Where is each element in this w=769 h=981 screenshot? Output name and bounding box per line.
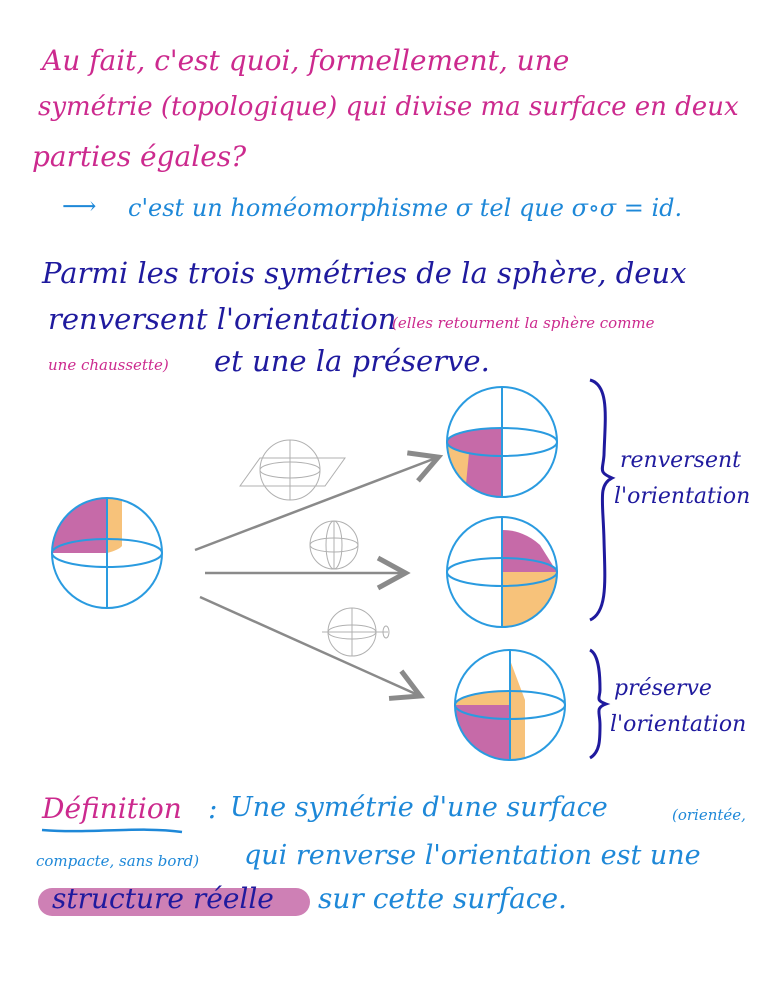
question-line-3: parties égales? — [32, 140, 247, 173]
arrow-to-sphere-1 — [194, 458, 436, 552]
question-line-2: symétrie (topologique) qui divise ma sur… — [38, 92, 739, 122]
source-sphere — [51, 497, 163, 609]
paragraph-line-3-main: et une la préserve. — [214, 344, 490, 378]
definition-highlight: structure réelle — [52, 882, 274, 915]
target-sphere-1 — [446, 386, 558, 498]
definition-word: Définition — [42, 792, 182, 825]
reflection-vertical-icon — [309, 520, 359, 570]
definition-line-2-small: compacte, sans bord) — [36, 852, 200, 870]
question-line-1: Au fait, c'est quoi, formellement, une — [42, 44, 570, 77]
brace-preserve — [589, 648, 611, 760]
rotation-axis-icon — [322, 607, 390, 657]
definition-underline — [41, 828, 183, 834]
answer-text: c'est un homéomorphisme σ tel que σ∘σ = … — [128, 194, 683, 222]
label-preserve-1: préserve — [614, 676, 712, 701]
target-sphere-3 — [454, 649, 566, 761]
paragraph-line-3-small: une chaussette) — [48, 356, 169, 374]
answer-arrow-icon: ⟶ — [62, 192, 97, 220]
brace-reverse — [589, 378, 616, 622]
definition-colon: : — [208, 792, 218, 825]
highlight-marker — [38, 888, 310, 916]
paragraph-line-2-small: (elles retournent la sphère comme — [392, 314, 655, 332]
paragraph-line-1: Parmi les trois symétries de la sphère, … — [42, 256, 687, 290]
definition-line-1-small: (orientée, — [672, 806, 746, 824]
definition-line-3-rest: sur cette surface. — [318, 882, 567, 915]
definition-line-1-main: Une symétrie d'une surface — [230, 792, 608, 823]
reflection-plane-icon — [239, 439, 346, 501]
label-preserve-2: l'orientation — [610, 712, 747, 737]
paragraph-line-2-main: renversent l'orientation — [48, 302, 397, 336]
arrow-to-sphere-3 — [199, 595, 418, 695]
label-reverse-1: renversent — [620, 448, 741, 473]
definition-line-2-main: qui renverse l'orientation est une — [244, 840, 701, 871]
label-reverse-2: l'orientation — [614, 484, 751, 509]
target-sphere-2 — [446, 516, 558, 628]
